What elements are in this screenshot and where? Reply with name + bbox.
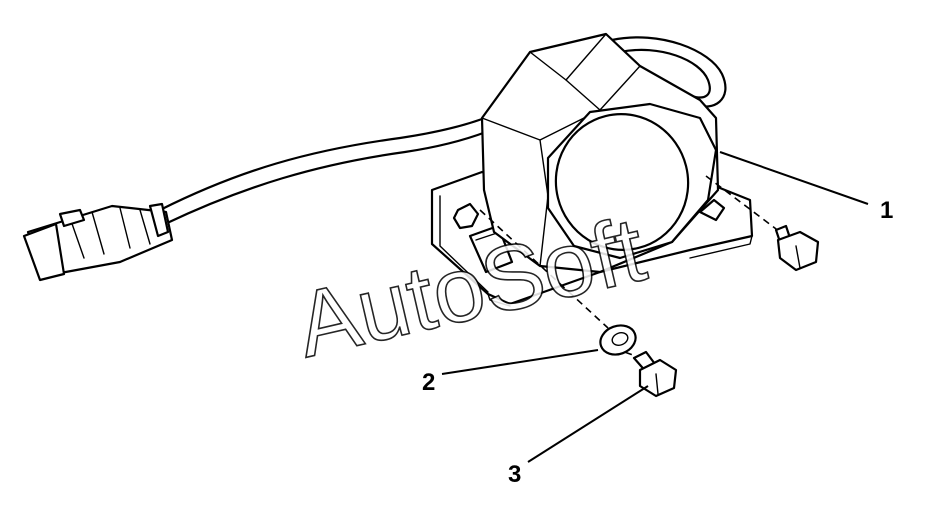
leader-lines <box>441 151 869 463</box>
backup-alarm-body <box>480 32 727 274</box>
callout-3-label: 3 <box>508 461 521 488</box>
mounting-bolt-right <box>774 224 820 272</box>
washer <box>599 324 637 356</box>
hex-bolt <box>632 350 678 398</box>
callout-2-label: 2 <box>422 369 435 396</box>
alarm-cable <box>158 114 492 226</box>
callout-1-label: 1 <box>880 197 893 224</box>
electrical-connector <box>22 202 174 282</box>
